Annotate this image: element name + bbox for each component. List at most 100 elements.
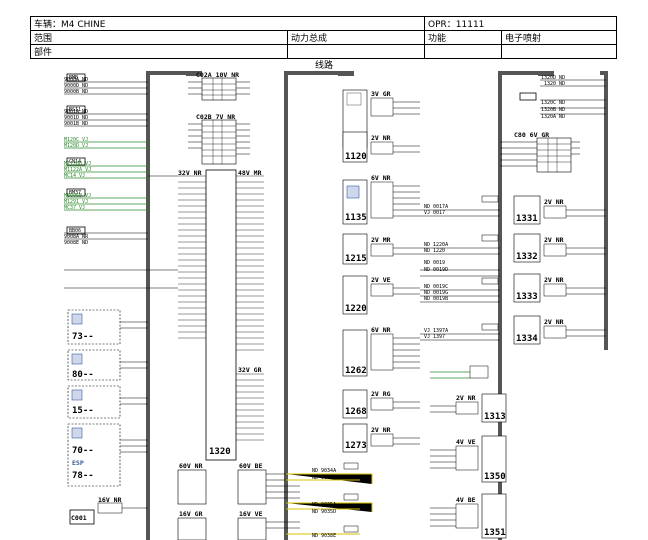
component-15-label: 15-- [72, 406, 94, 416]
component-1262-conn: 6V NR [371, 326, 391, 334]
component-70-label: 70-- [72, 446, 94, 456]
label-1320a: 1320A ND [541, 114, 565, 120]
label-m8006b: M8006B VJ [64, 193, 91, 199]
component-1332-conn: 2V NR [544, 236, 564, 244]
label-9035a: ND 9035A [312, 502, 336, 508]
component-1215-label: 1215 [345, 254, 367, 264]
component-70-icon [71, 427, 83, 439]
component-1215: 1215 2V MR [342, 233, 420, 265]
conn-60v-be: 60V BE [239, 462, 263, 470]
label-0017a: ND 0017A [424, 204, 448, 210]
esp-label: ESP [72, 459, 84, 467]
component-1120: 1120 2V NR [342, 131, 420, 163]
label-9001a: 9001A ND [64, 109, 88, 115]
conn-16v-gr: 16V GR [179, 510, 203, 518]
label-9034d: ND 9034D [312, 475, 336, 481]
label-m120d: M120D VJ [64, 143, 88, 149]
conn-c02a-label: C02A 10V NR [196, 71, 239, 79]
middle-components: 1115 3V GR 1120 2V NR 1135 6V NR 1215 2V… [342, 89, 420, 453]
component-1120-conn: 2V NR [371, 134, 391, 142]
component-1332-label: 1332 [516, 252, 538, 262]
component-1273: 1273 2V NR [342, 423, 420, 453]
label-9001d: 9001D ND [64, 115, 88, 121]
label-9034a: ND 9034A [312, 468, 336, 474]
part-label-cell: 部件 [30, 44, 288, 59]
part-empty-cell-2 [501, 44, 617, 59]
component-1313-conn: 2V NR [456, 394, 476, 402]
component-1350: 1350 4V VE [430, 435, 507, 483]
component-73-label: 73-- [72, 332, 94, 342]
component-1273-conn: 2V NR [371, 426, 391, 434]
component-1334-label: 1334 [516, 334, 538, 344]
label-m120c: M120C VJ [64, 137, 88, 143]
left-boxes [66, 73, 537, 235]
label-1320d: 1320D ND [541, 75, 565, 81]
component-1350-label: 1350 [484, 472, 506, 482]
component-1351: 1351 4V BE [430, 493, 507, 539]
label-1397: VJ 1397 [424, 334, 445, 340]
label-9000d: 9000D ND [64, 83, 88, 89]
left-dashed-components: 73-- 80-- 15-- 70-- ESP 78-- [67, 309, 148, 487]
bottom-connectors: 60V NR 60V BE 16V GR 16V VE [177, 462, 300, 540]
component-1313-label: 1313 [484, 412, 506, 422]
top-right-labels: 1320D ND 1320 ND 1320C ND 1320B ND 1320A… [540, 75, 606, 120]
right-components: 1331 2V NR 1332 2V NR 1333 2V NR 1334 2V… [430, 195, 606, 539]
label-mc14: MC14 VJ [64, 173, 85, 179]
middle-right-boxes [481, 195, 499, 331]
bus-tags [186, 71, 554, 76]
component-80-label: 80-- [72, 370, 94, 380]
component-1262: 1262 6V NR [342, 326, 420, 377]
relay-box-right [469, 365, 489, 379]
box-bsi1: BSI1 [69, 107, 81, 113]
conn-table-c02a: C02A 10V NR [188, 71, 250, 101]
box-cn14: CN14 [69, 159, 81, 165]
component-1351-conn: 4V BE [456, 496, 476, 504]
label-9000b: 9000B ND [64, 89, 88, 95]
component-1333-label: 1333 [516, 292, 538, 302]
component-1332: 1332 2V NR [513, 233, 606, 263]
conn-table-c02b: C02B 7V NR [188, 113, 250, 165]
component-1350-conn: 4V VE [456, 438, 476, 446]
conn-16v-ve: 16V VE [239, 510, 263, 518]
component-c001: C001 16V NR [69, 496, 148, 525]
yellow-wire-boxes [343, 462, 359, 533]
component-80-icon [71, 353, 83, 365]
conn-c80-label: C80 6V GR [514, 131, 549, 139]
ecu-conn-48v-mr: 48V MR [238, 169, 262, 177]
component-1220-conn: 2V VE [371, 276, 391, 284]
component-1268-conn: 2V RG [371, 390, 391, 398]
label-1220: ND 1220 [424, 248, 445, 254]
component-1334: 1334 2V NR [513, 315, 606, 345]
label-1397a: VJ 1397A [424, 328, 448, 334]
label-0019c: ND 0019C [424, 284, 448, 290]
component-1331-conn: 2V NR [544, 198, 564, 206]
left-wires [64, 81, 148, 289]
ecu-1320: 1320 32V NR 48V MR 32V GR [148, 169, 264, 461]
component-1333-conn: 2V NR [544, 276, 564, 284]
label-0019d: ND 0019D [424, 267, 448, 273]
left-wire-labels: 9000A ND 9000D ND 9000B ND 9001A ND 9001… [64, 77, 91, 246]
ecu-conn-32v-gr: 32V GR [238, 366, 262, 374]
label-m1291: M1291 VJ [64, 199, 88, 205]
component-1262-label: 1262 [345, 366, 367, 376]
component-1215-conn: 2V MR [371, 236, 391, 244]
middle-right-wires [420, 209, 500, 341]
ecu-pin-lines [178, 175, 264, 441]
box-bmb: BMB [69, 75, 78, 81]
yellow-wires [286, 473, 373, 535]
label-mc37: MC37 VJ [64, 205, 85, 211]
label-0019b: ND 0019B [424, 296, 448, 302]
c001-label: C001 [71, 514, 87, 522]
label-1220a: ND 1220A [424, 242, 448, 248]
label-1320: 1320 ND [544, 81, 565, 87]
label-9001b: 9001B ND [64, 121, 88, 127]
label-1320b: 1320B ND [541, 107, 565, 113]
component-1273-label: 1273 [345, 441, 367, 451]
label-0019: ND 0019 [424, 260, 445, 266]
label-1320c: 1320C ND [541, 100, 565, 106]
component-1333: 1333 2V NR [513, 273, 606, 303]
label-9038e: ND 9038E [312, 533, 336, 539]
conn-c02b-label: C02B 7V NR [196, 113, 235, 121]
component-1220: 1220 2V VE [342, 275, 420, 315]
